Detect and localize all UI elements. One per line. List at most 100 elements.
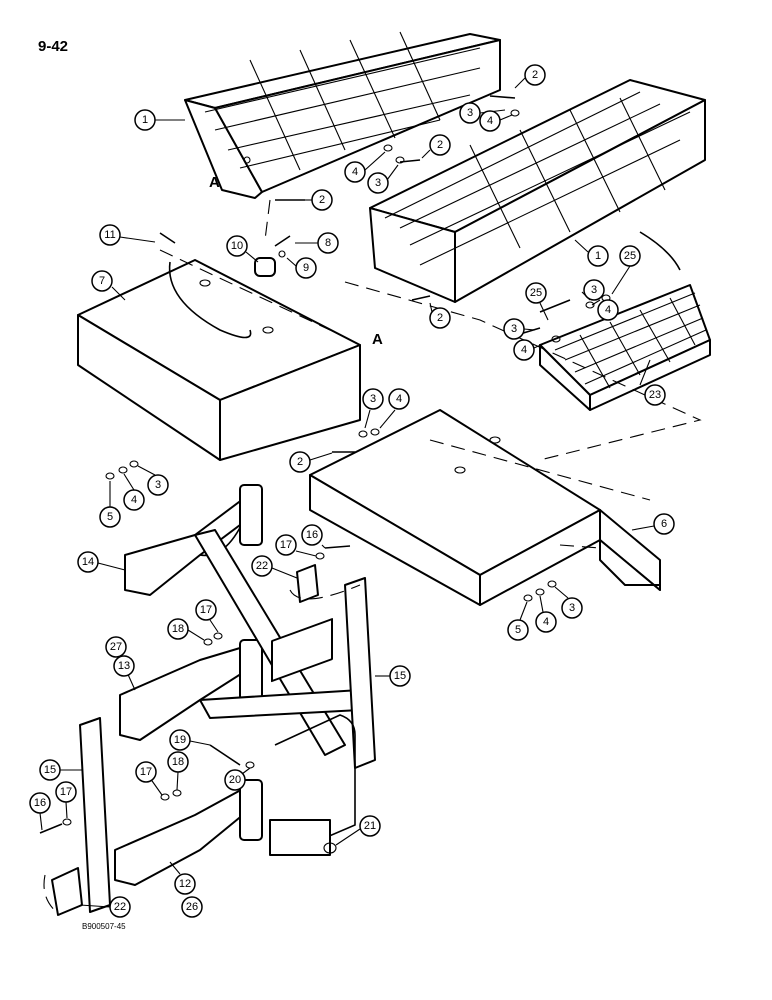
callout-11: 11 [99,224,156,246]
svg-text:10: 10 [231,240,243,252]
svg-text:8: 8 [325,237,331,249]
svg-text:4: 4 [605,304,611,316]
svg-text:3: 3 [375,177,381,189]
svg-text:11: 11 [104,229,115,241]
callout-2: 2 [429,302,451,329]
callout-16: 16 [29,792,51,831]
callout-5: 5 [507,601,529,641]
callout-21: 21 [335,815,381,846]
callout-22: 22 [251,555,298,579]
svg-text:12: 12 [179,878,191,890]
callout-2: 2 [305,189,333,211]
callout-5: 5 [99,481,121,528]
callout-17: 17 [195,599,219,633]
callout-8: 8 [295,232,339,254]
callout-1: 1 [134,109,185,131]
svg-text:3: 3 [511,323,517,335]
callout-4: 4 [479,110,513,132]
svg-text:1: 1 [142,114,148,126]
svg-text:15: 15 [394,670,406,682]
callout-20: 20 [224,767,251,791]
page-number: 9-42 [38,38,69,55]
callout-4: 4 [344,151,386,183]
step-box-6 [309,409,661,606]
svg-text:7: 7 [99,275,105,287]
callout-23: 23 [639,359,666,406]
svg-text:4: 4 [352,166,358,178]
callout-9: 9 [286,257,317,279]
svg-text:17: 17 [60,786,72,798]
callout-6: 6 [631,513,675,535]
callout-4: 4 [535,595,557,633]
callout-3: 3 [367,164,399,194]
section-mark-a-lower: A [372,331,383,348]
figure-id: B900507-45 [82,922,126,931]
callout-3: 3 [503,318,536,340]
callout-7: 7 [91,270,126,301]
callout-3: 3 [581,279,605,301]
svg-text:22: 22 [114,901,126,913]
svg-text:2: 2 [437,139,443,151]
section-mark-a-upper: A [209,174,220,191]
callout-4: 4 [591,299,619,321]
svg-text:17: 17 [280,539,292,551]
callout-26: 26 [181,896,203,918]
svg-text:4: 4 [396,393,402,405]
svg-text:5: 5 [107,511,113,523]
callout-3: 3 [137,465,169,496]
svg-text:3: 3 [155,479,161,491]
svg-text:20: 20 [229,774,241,786]
callout-2: 2 [421,134,451,159]
callout-17: 17 [55,781,77,819]
svg-text:2: 2 [297,456,303,468]
callout-17: 17 [275,534,317,557]
svg-text:25: 25 [530,287,542,299]
svg-text:3: 3 [370,393,376,405]
callout-14: 14 [77,551,126,573]
svg-text:19: 19 [174,734,186,746]
callout-10: 10 [226,235,259,263]
svg-text:3: 3 [591,284,597,296]
svg-text:16: 16 [34,797,46,809]
svg-text:23: 23 [649,389,661,401]
callout-1: 1 [574,239,609,267]
callout-27: 27 [105,636,127,658]
callout-22: 22 [79,896,131,918]
callout-4: 4 [379,388,410,429]
svg-text:17: 17 [200,604,212,616]
callout-17: 17 [135,761,163,796]
svg-text:14: 14 [82,556,94,568]
svg-text:4: 4 [131,494,137,506]
callout-13: 13 [113,655,136,691]
svg-text:21: 21 [364,820,376,832]
svg-text:27: 27 [110,641,122,653]
callout-4: 4 [513,339,553,361]
callout-25: 25 [525,282,549,321]
callout-2: 2 [514,64,546,89]
hardware [39,95,611,854]
svg-text:15: 15 [44,764,56,776]
svg-text:13: 13 [118,660,130,672]
svg-text:22: 22 [256,560,268,572]
svg-text:18: 18 [172,756,184,768]
callout-18: 18 [167,618,205,641]
step-tread-right [369,79,706,303]
svg-text:5: 5 [515,624,521,636]
svg-text:17: 17 [140,766,152,778]
svg-text:4: 4 [487,115,493,127]
svg-text:25: 25 [624,250,636,262]
svg-text:16: 16 [306,529,318,541]
leader-lines [43,199,702,916]
step-box-7 [77,259,361,461]
callout-18: 18 [167,751,189,791]
svg-text:26: 26 [186,901,198,913]
callout-4: 4 [123,473,145,511]
svg-text:2: 2 [319,194,325,206]
svg-text:9: 9 [303,262,309,274]
svg-text:3: 3 [467,107,473,119]
callout-16: 16 [301,524,326,549]
callout-3: 3 [459,102,506,124]
callout-25: 25 [611,245,641,295]
svg-text:18: 18 [172,623,184,635]
